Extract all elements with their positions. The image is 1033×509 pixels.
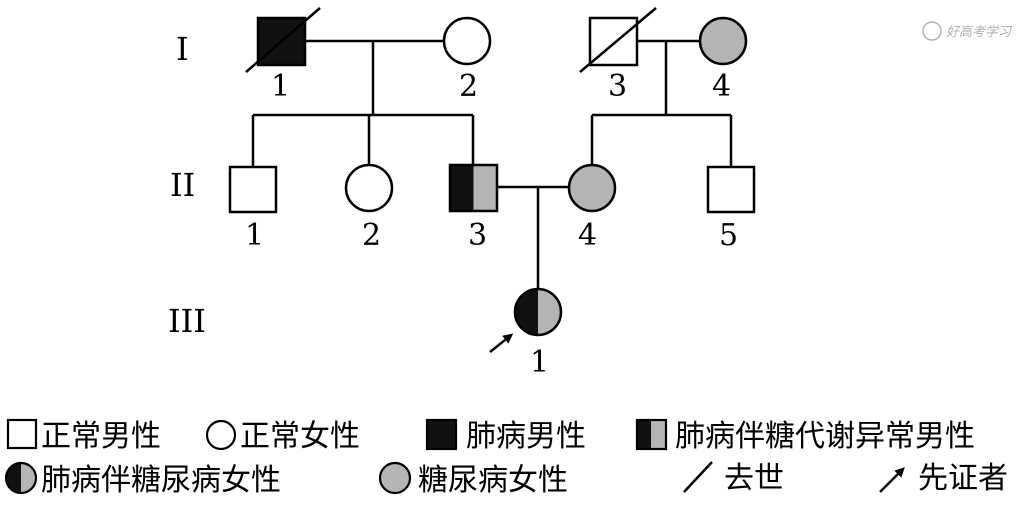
legend-proband-symbol [879,467,905,493]
deceased-slash [245,7,321,73]
generation-label-2: II [170,166,195,204]
individual-i1 [245,7,321,73]
individual-ii5 [706,165,756,214]
label-iii1: 1 [530,345,549,380]
proband-arrow [489,333,514,353]
legend-normal-female-symbol [205,419,237,451]
label-ii2: 2 [362,218,381,253]
legend-diabetes-female: 糖尿病女性 [418,463,568,498]
legend-lung-diabetes-female-symbol [4,461,38,495]
legend-diabetes-female-symbol [378,461,412,495]
legend-normal-male-symbol [6,418,38,450]
individual-i3 [579,7,657,73]
connection-lines [251,39,733,289]
label-i2: 2 [459,69,478,104]
legend-lung-diabetes-female: 肺病伴糖尿病女性 [41,463,281,498]
legend-lung-glucose-male-symbol [635,418,668,451]
watermark: 好高考学习 [922,21,1013,41]
legend-deceased-symbol [683,461,713,493]
label-i3: 3 [608,69,627,104]
individual-ii1 [228,165,278,214]
individual-ii4 [567,163,617,213]
legend-lung-male: 肺病男性 [466,419,586,454]
legend-proband: 先证者 [918,461,1008,496]
legend-normal-female: 正常女性 [240,419,360,454]
label-ii5: 5 [719,218,738,253]
legend-normal-male: 正常男性 [41,419,161,454]
individual-ii2 [344,163,394,213]
legend-lung-glucose-male: 肺病伴糖代谢异常男性 [675,419,975,454]
deceased-slash [579,7,657,73]
label-ii3: 3 [468,218,487,253]
watermark-text: 好高考学习 [946,24,1013,40]
label-ii4: 4 [578,218,597,253]
legend: 正常男性 正常女性 肺病男性 肺病伴糖代谢异常男性 肺病伴糖尿病女性 糖尿病女性… [4,418,1008,498]
individual-i2 [442,16,492,66]
label-i4: 4 [712,69,731,104]
label-ii1: 1 [245,218,264,253]
individual-i4 [698,16,748,66]
legend-deceased: 去世 [724,461,784,496]
individual-ii3 [448,163,499,213]
generation-label-3: III [168,302,206,340]
individual-iii1 [513,287,563,337]
legend-lung-male-symbol [425,418,458,451]
label-i1: 1 [271,69,290,104]
generation-label-1: I [176,30,189,68]
